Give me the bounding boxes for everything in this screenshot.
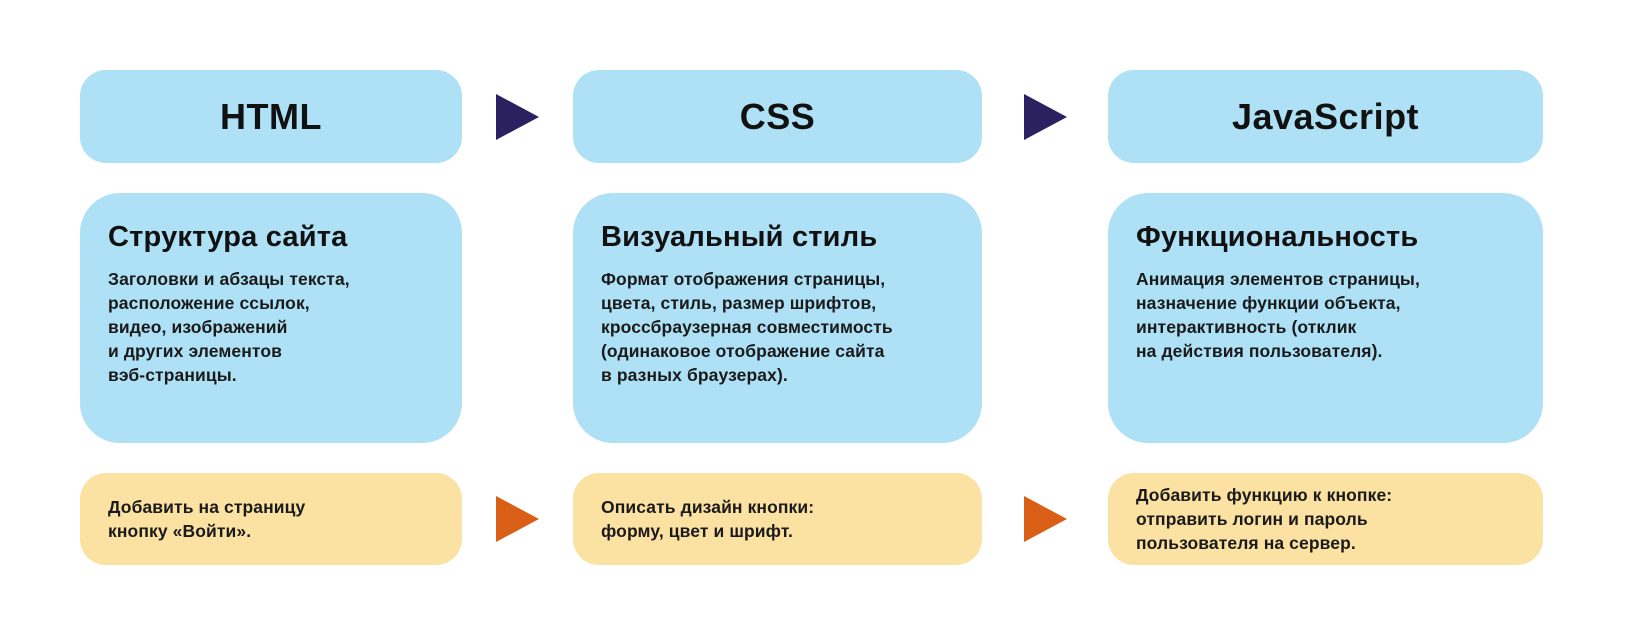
arrow-right-icon	[1023, 93, 1067, 140]
arrow-right-icon	[496, 496, 539, 542]
header-arrow-cell-2	[982, 70, 1108, 163]
html-description: Заголовки и абзацы текста, расположение …	[108, 269, 350, 385]
javascript-description-box: Функциональность Анимация элементов стра…	[1108, 193, 1543, 443]
css-description: Формат отображения страницы, цвета, стил…	[601, 269, 893, 385]
html-description-box: Структура сайта Заголовки и абзацы текст…	[80, 193, 462, 443]
html-header-box: HTML	[80, 70, 462, 163]
javascript-title: JavaScript	[1231, 95, 1420, 137]
javascript-example: Добавить функцию к кнопке: отправить лог…	[1136, 485, 1393, 553]
javascript-example-box: Добавить функцию к кнопке: отправить лог…	[1108, 473, 1543, 565]
css-example-box: Описать дизайн кнопки: форму, цвет и шри…	[573, 473, 982, 565]
html-example-box: Добавить на страницу кнопку «Войти».	[80, 473, 462, 565]
css-title: CSS	[739, 95, 816, 137]
arrow-right-icon	[496, 93, 539, 140]
html-example: Добавить на страницу кнопку «Войти».	[108, 497, 306, 541]
arrow-right-icon	[1023, 496, 1067, 542]
html-subtitle: Структура сайта	[108, 221, 348, 253]
html-title: HTML	[220, 95, 322, 137]
example-arrow-cell-1	[462, 473, 573, 565]
css-example: Описать дизайн кнопки: форму, цвет и шри…	[601, 497, 815, 541]
css-description-box: Визуальный стиль Формат отображения стра…	[573, 193, 982, 443]
css-subtitle: Визуальный стиль	[601, 221, 878, 253]
javascript-header-box: JavaScript	[1108, 70, 1543, 163]
css-header-box: CSS	[573, 70, 982, 163]
example-arrow-cell-2	[982, 473, 1108, 565]
header-arrow-cell-1	[462, 70, 573, 163]
javascript-description: Анимация элементов страницы, назначение …	[1136, 269, 1420, 361]
javascript-subtitle: Функциональность	[1136, 221, 1419, 253]
